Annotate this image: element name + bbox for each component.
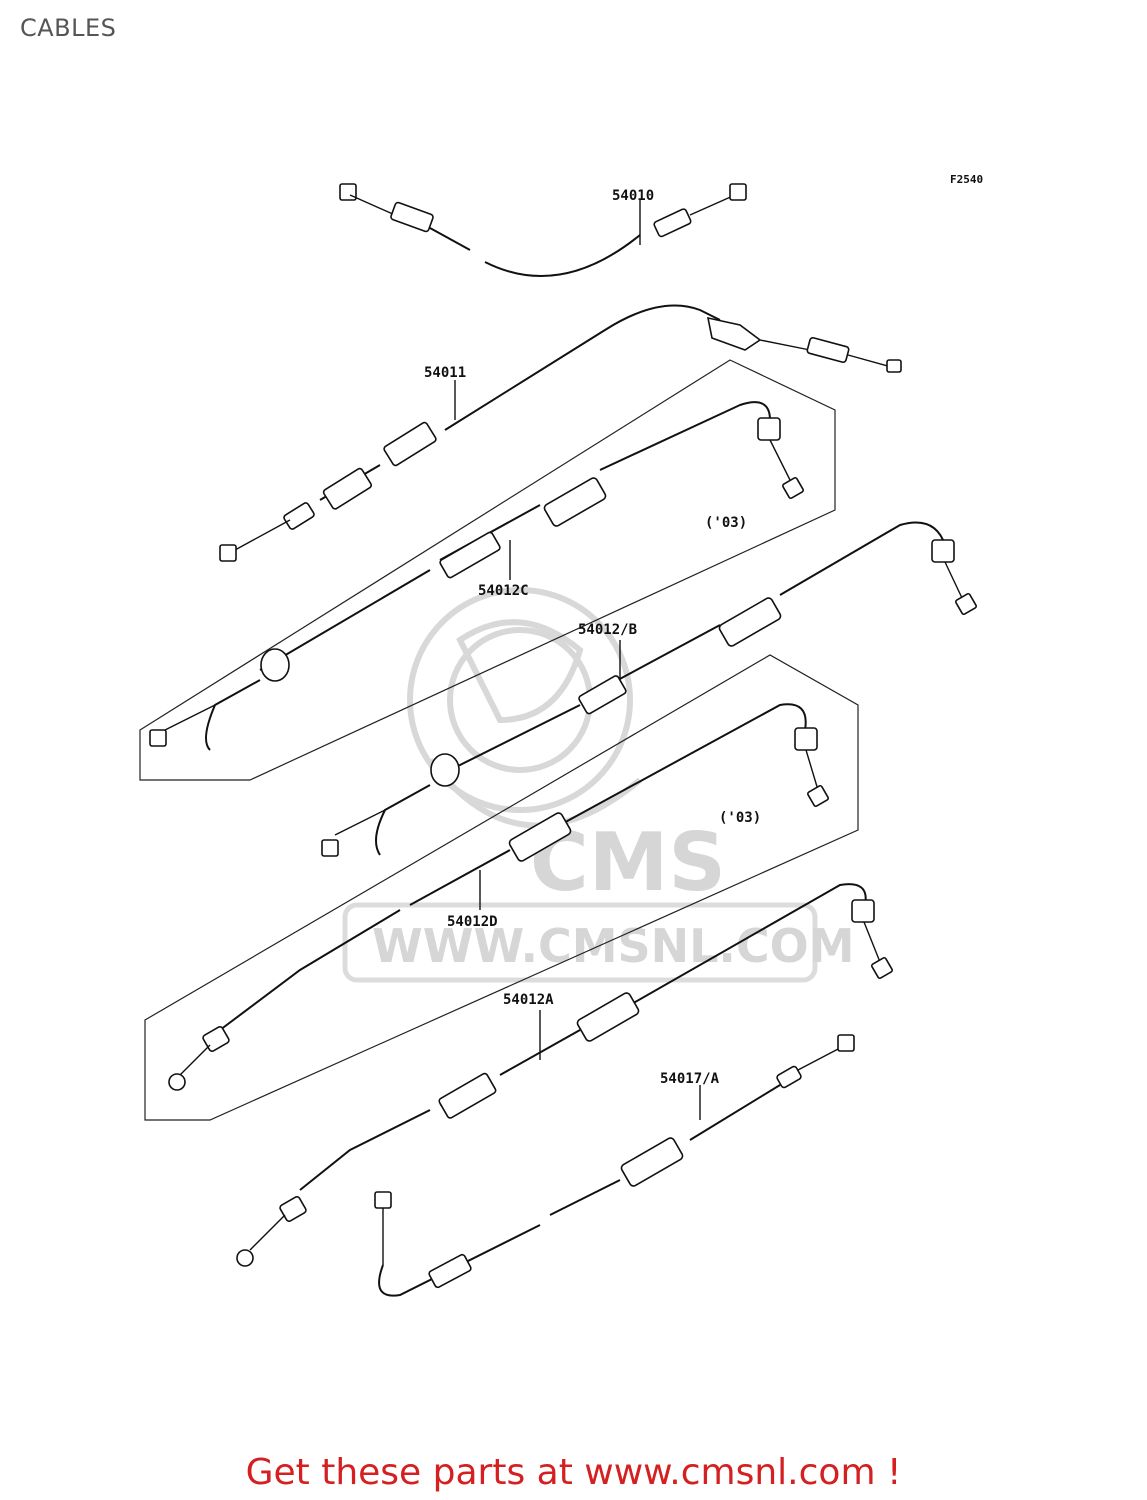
callout-54012A: 54012A	[503, 992, 554, 1008]
callout-54010: 54010	[612, 188, 654, 204]
get-parts-link[interactable]: Get these parts at www.cmsnl.com !	[245, 1452, 902, 1493]
page-title: CABLES	[20, 14, 117, 42]
watermark-url: WWW.CMSNL.COM	[372, 919, 855, 973]
cmsnl-watermark: CMS WWW.CMSNL.COM	[342, 587, 855, 983]
cable-54017A	[374, 1034, 855, 1297]
cable-54010	[339, 183, 747, 278]
figure-code: F2540	[950, 173, 983, 186]
callout-54012C: 54012C	[478, 583, 529, 599]
variant-frame-03-upper	[139, 359, 836, 781]
variant-note-03-lower: ('03)	[719, 810, 761, 826]
cable-54012D	[168, 703, 829, 1091]
variant-frame-03-lower	[144, 654, 859, 1121]
cable-54011	[219, 304, 902, 562]
callout-54011: 54011	[424, 365, 466, 381]
callout-54017A: 54017/A	[660, 1071, 720, 1087]
cable-54012A	[236, 883, 893, 1267]
variant-note-03-upper: ('03)	[705, 515, 747, 531]
callout-54012B: 54012/B	[578, 622, 637, 638]
cable-54012B	[321, 521, 977, 857]
cable-54012C	[149, 401, 804, 751]
callout-54012D: 54012D	[447, 914, 498, 930]
